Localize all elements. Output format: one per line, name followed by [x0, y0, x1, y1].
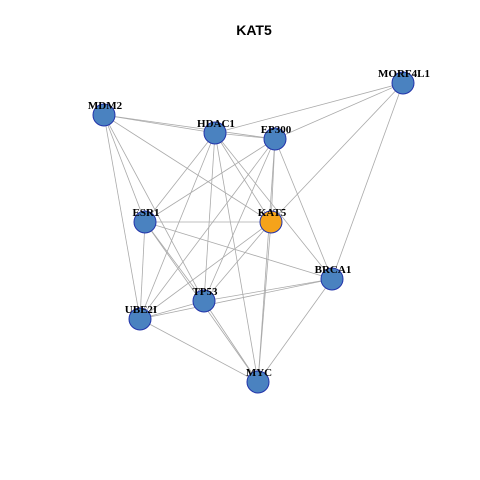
edge-esr1-brca1	[144, 221, 333, 280]
node-label-brca1: BRCA1	[315, 264, 352, 276]
node-label-kat5: KAT5	[258, 207, 287, 219]
node-mdm2[interactable]	[92, 103, 116, 127]
edge-hdac1-tp53	[203, 132, 216, 302]
node-kat5[interactable]	[259, 210, 283, 234]
edge-brca1-tp53	[203, 278, 333, 302]
node-tp53[interactable]	[192, 289, 216, 313]
edge-hdac1-esr1	[144, 132, 216, 223]
edge-ep300-ube2i	[139, 138, 276, 320]
edge-ube2i-myc	[139, 318, 259, 383]
edge-kat5-myc	[257, 221, 272, 383]
edge-ep300-brca1	[274, 138, 333, 280]
edge-tp53-myc	[203, 300, 259, 383]
edge-kat5-ube2i	[139, 221, 272, 320]
edge-esr1-ube2i	[139, 221, 146, 320]
edge-kat5-tp53	[203, 221, 272, 302]
edge-hdac1-myc	[214, 132, 259, 383]
node-morf4l1[interactable]	[391, 71, 415, 95]
edge-morf4l1-hdac1	[214, 82, 404, 134]
node-label-mdm2: MDM2	[88, 100, 123, 112]
edge-mdm2-tp53	[103, 114, 205, 302]
edge-hdac1-kat5	[214, 132, 272, 223]
node-myc[interactable]	[246, 370, 270, 394]
node-ube2i[interactable]	[128, 307, 152, 331]
edge-hdac1-brca1	[214, 132, 333, 280]
edge-mdm2-ep300	[103, 114, 276, 140]
edge-ep300-myc	[257, 138, 276, 383]
edge-mdm2-ube2i	[103, 114, 141, 320]
node-label-esr1: ESR1	[133, 207, 160, 219]
edge-hdac1-ube2i	[139, 132, 216, 320]
edge-morf4l1-ep300	[274, 82, 404, 140]
edge-morf4l1-kat5	[270, 82, 404, 223]
node-brca1[interactable]	[320, 267, 344, 291]
edge-brca1-myc	[257, 278, 333, 383]
node-layer	[92, 71, 415, 394]
node-esr1[interactable]	[133, 210, 157, 234]
edge-ep300-tp53	[203, 138, 276, 302]
graph-title: KAT5	[236, 22, 272, 38]
edge-ep300-esr1	[144, 138, 276, 223]
node-label-hdac1: HDAC1	[197, 118, 235, 130]
node-label-myc: MYC	[246, 367, 272, 379]
edge-morf4l1-brca1	[331, 82, 404, 280]
edge-layer	[103, 82, 404, 383]
node-label-tp53: TP53	[192, 286, 218, 298]
node-label-ube2i: UBE2I	[125, 304, 157, 316]
node-ep300[interactable]	[263, 127, 287, 151]
node-label-ep300: EP300	[261, 124, 292, 136]
edge-mdm2-esr1	[103, 114, 146, 223]
edge-esr1-tp53	[144, 221, 205, 302]
node-label-morf4l1: MORF4L1	[378, 68, 430, 80]
edge-brca1-ube2i	[139, 278, 333, 320]
node-hdac1[interactable]	[203, 121, 227, 145]
